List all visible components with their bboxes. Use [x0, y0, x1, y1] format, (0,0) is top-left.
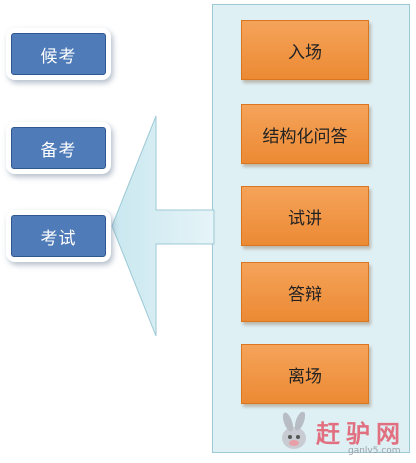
step-trial-lecture: 试讲: [241, 186, 369, 246]
stage-label-exam: 考试: [11, 215, 106, 257]
step-structured-qa: 结构化问答: [241, 104, 369, 164]
donkey-logo-icon: [282, 412, 306, 449]
watermark-url: ganlv5.com: [348, 446, 401, 456]
watermark-title: 赶驴网: [316, 420, 406, 448]
step-enter: 入场: [241, 20, 369, 80]
step-defense: 答辩: [241, 262, 369, 322]
watermark: 赶驴网 ganlv5.com: [276, 412, 412, 460]
stage-box-preparing: 备考: [6, 122, 111, 174]
stage-box-waiting: 候考: [6, 28, 111, 80]
stage-box-exam: 考试: [6, 210, 111, 262]
step-exit: 离场: [241, 344, 369, 404]
stage-label-preparing: 备考: [11, 127, 106, 169]
stage-label-waiting: 候考: [11, 33, 106, 75]
